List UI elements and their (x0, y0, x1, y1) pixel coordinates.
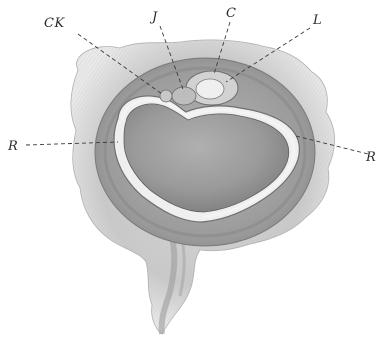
label-l: L (312, 13, 322, 28)
label-ck: CK (44, 16, 65, 31)
label-c: C (226, 6, 236, 21)
label-r-right: R (365, 150, 376, 165)
label-r-left: R (7, 139, 18, 154)
label-j: J (149, 10, 158, 25)
